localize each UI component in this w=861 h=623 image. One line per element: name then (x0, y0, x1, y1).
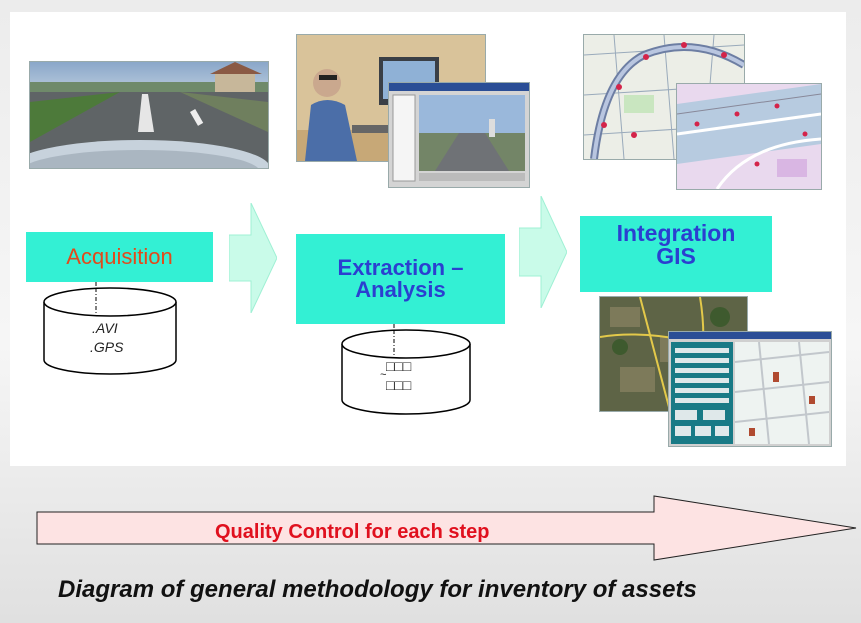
datastore-extraction-marker: ~ (380, 370, 387, 382)
software-window (388, 82, 530, 188)
datastore-extraction-cylinder (341, 324, 471, 415)
stage-acquisition-label: Acquisition (66, 244, 173, 269)
map-view-2 (676, 83, 822, 190)
stage-extraction: Extraction – Analysis (296, 234, 505, 324)
datastore-acquisition-cylinder (43, 282, 177, 375)
quality-control-arrow (36, 495, 857, 561)
datastore-acquisition-line2: .GPS (90, 339, 124, 355)
stage-integration-label-line1: Integration (616, 220, 736, 246)
stage-acquisition: Acquisition (26, 232, 213, 282)
stage-integration: Integration GIS (580, 216, 772, 292)
stage-extraction-label-line2: Analysis (355, 277, 446, 302)
gis-software-window (668, 331, 832, 447)
road-photo (29, 61, 269, 169)
stage-integration-label-line2: GIS (656, 243, 696, 269)
datastore-extraction-line2: □□□ (386, 379, 412, 395)
stage-extraction-label-line1: Extraction – (337, 255, 464, 280)
flow-arrow-1 (229, 203, 277, 313)
diagram-caption: Diagram of general methodology for inven… (58, 576, 697, 603)
quality-control-label: Quality Control for each step (215, 521, 490, 543)
datastore-acquisition-line1: .AVI (92, 320, 118, 336)
datastore-extraction-line1: □□□ (386, 360, 412, 376)
flow-arrow-2 (519, 196, 567, 308)
